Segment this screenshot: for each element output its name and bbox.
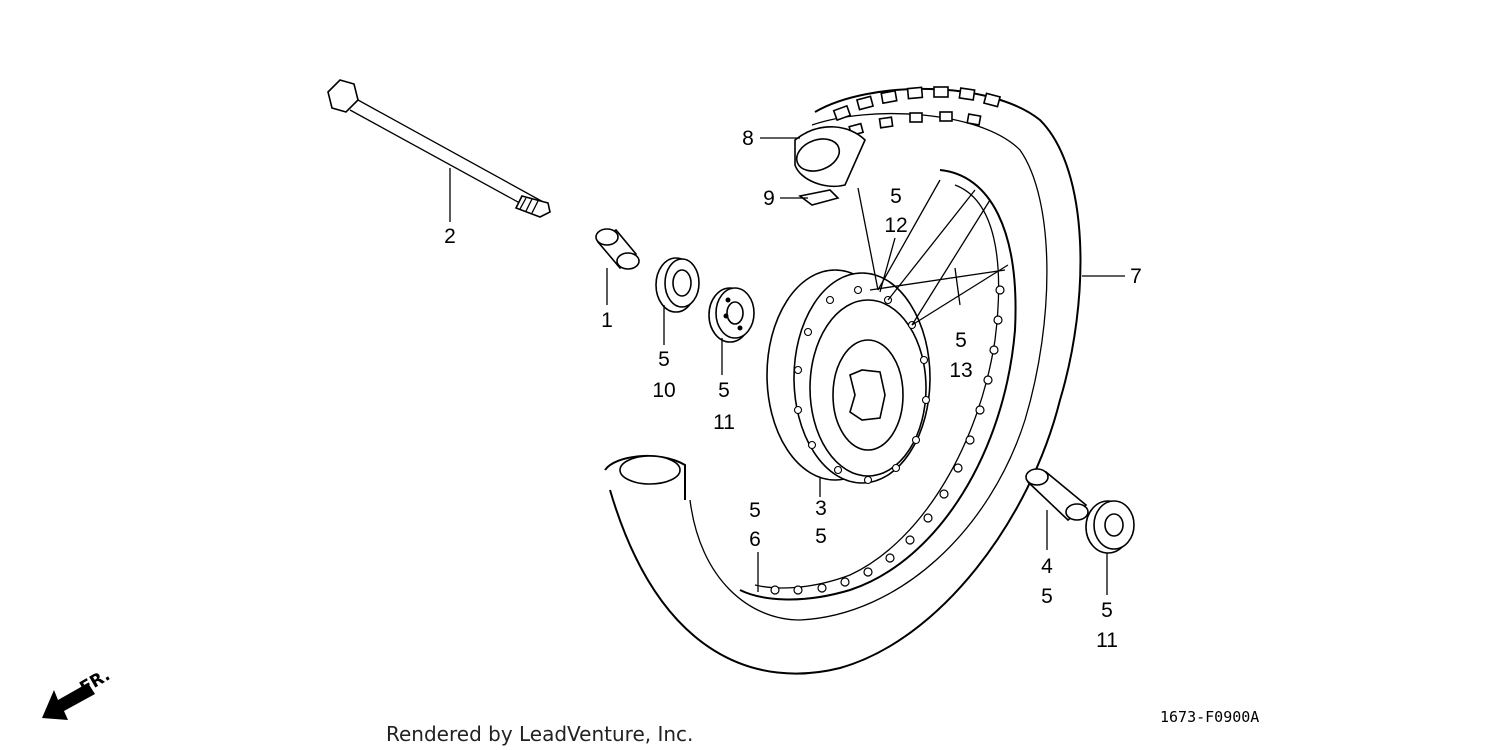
callout-5-11-a: 5 [718,379,730,402]
callout-5-6-a: 5 [749,499,761,522]
callout-3-a: 3 [815,497,827,520]
rim-band [798,189,840,206]
bearing-right [1085,500,1135,554]
callout-5-12-a: 5 [890,185,902,208]
render-credit: Rendered by LeadVenture, Inc. [386,722,693,746]
hub [766,269,931,485]
rim [739,169,1017,601]
callout-4-b: 5 [1041,585,1053,608]
tire [604,86,1082,675]
callout-5-12-b: 12 [884,214,907,237]
callout-5-11r-b: 11 [1096,629,1118,652]
callout-9: 9 [763,187,775,210]
front-direction-indicator: FR. [42,665,114,720]
spacer-collar [595,228,640,270]
callout-5-13-b: 13 [949,359,972,382]
bearing-left [708,287,755,343]
callout-5-11r-a: 5 [1101,599,1113,622]
callout-5-10-a: 5 [658,348,670,371]
spokes [857,179,1009,326]
callout-8: 8 [742,127,754,150]
leader-lines [449,137,1125,595]
callout-4-a: 4 [1041,555,1053,578]
callout-5-11-b: 11 [713,411,735,434]
axle-bolt [327,79,551,218]
callout-5-13-a: 5 [955,329,967,352]
callout-2: 2 [444,225,456,248]
inner-tube [794,126,866,187]
dust-seal [655,257,700,313]
distance-collar [1025,468,1089,522]
diagram-code: 1673-F0900A [1160,708,1259,726]
callout-5-6-b: 6 [749,528,761,551]
front-arrow-icon [42,683,95,720]
callout-7: 7 [1130,265,1142,288]
callout-1: 1 [601,309,613,332]
callout-3-b: 5 [815,525,827,548]
callout-5-10-b: 10 [652,379,675,402]
